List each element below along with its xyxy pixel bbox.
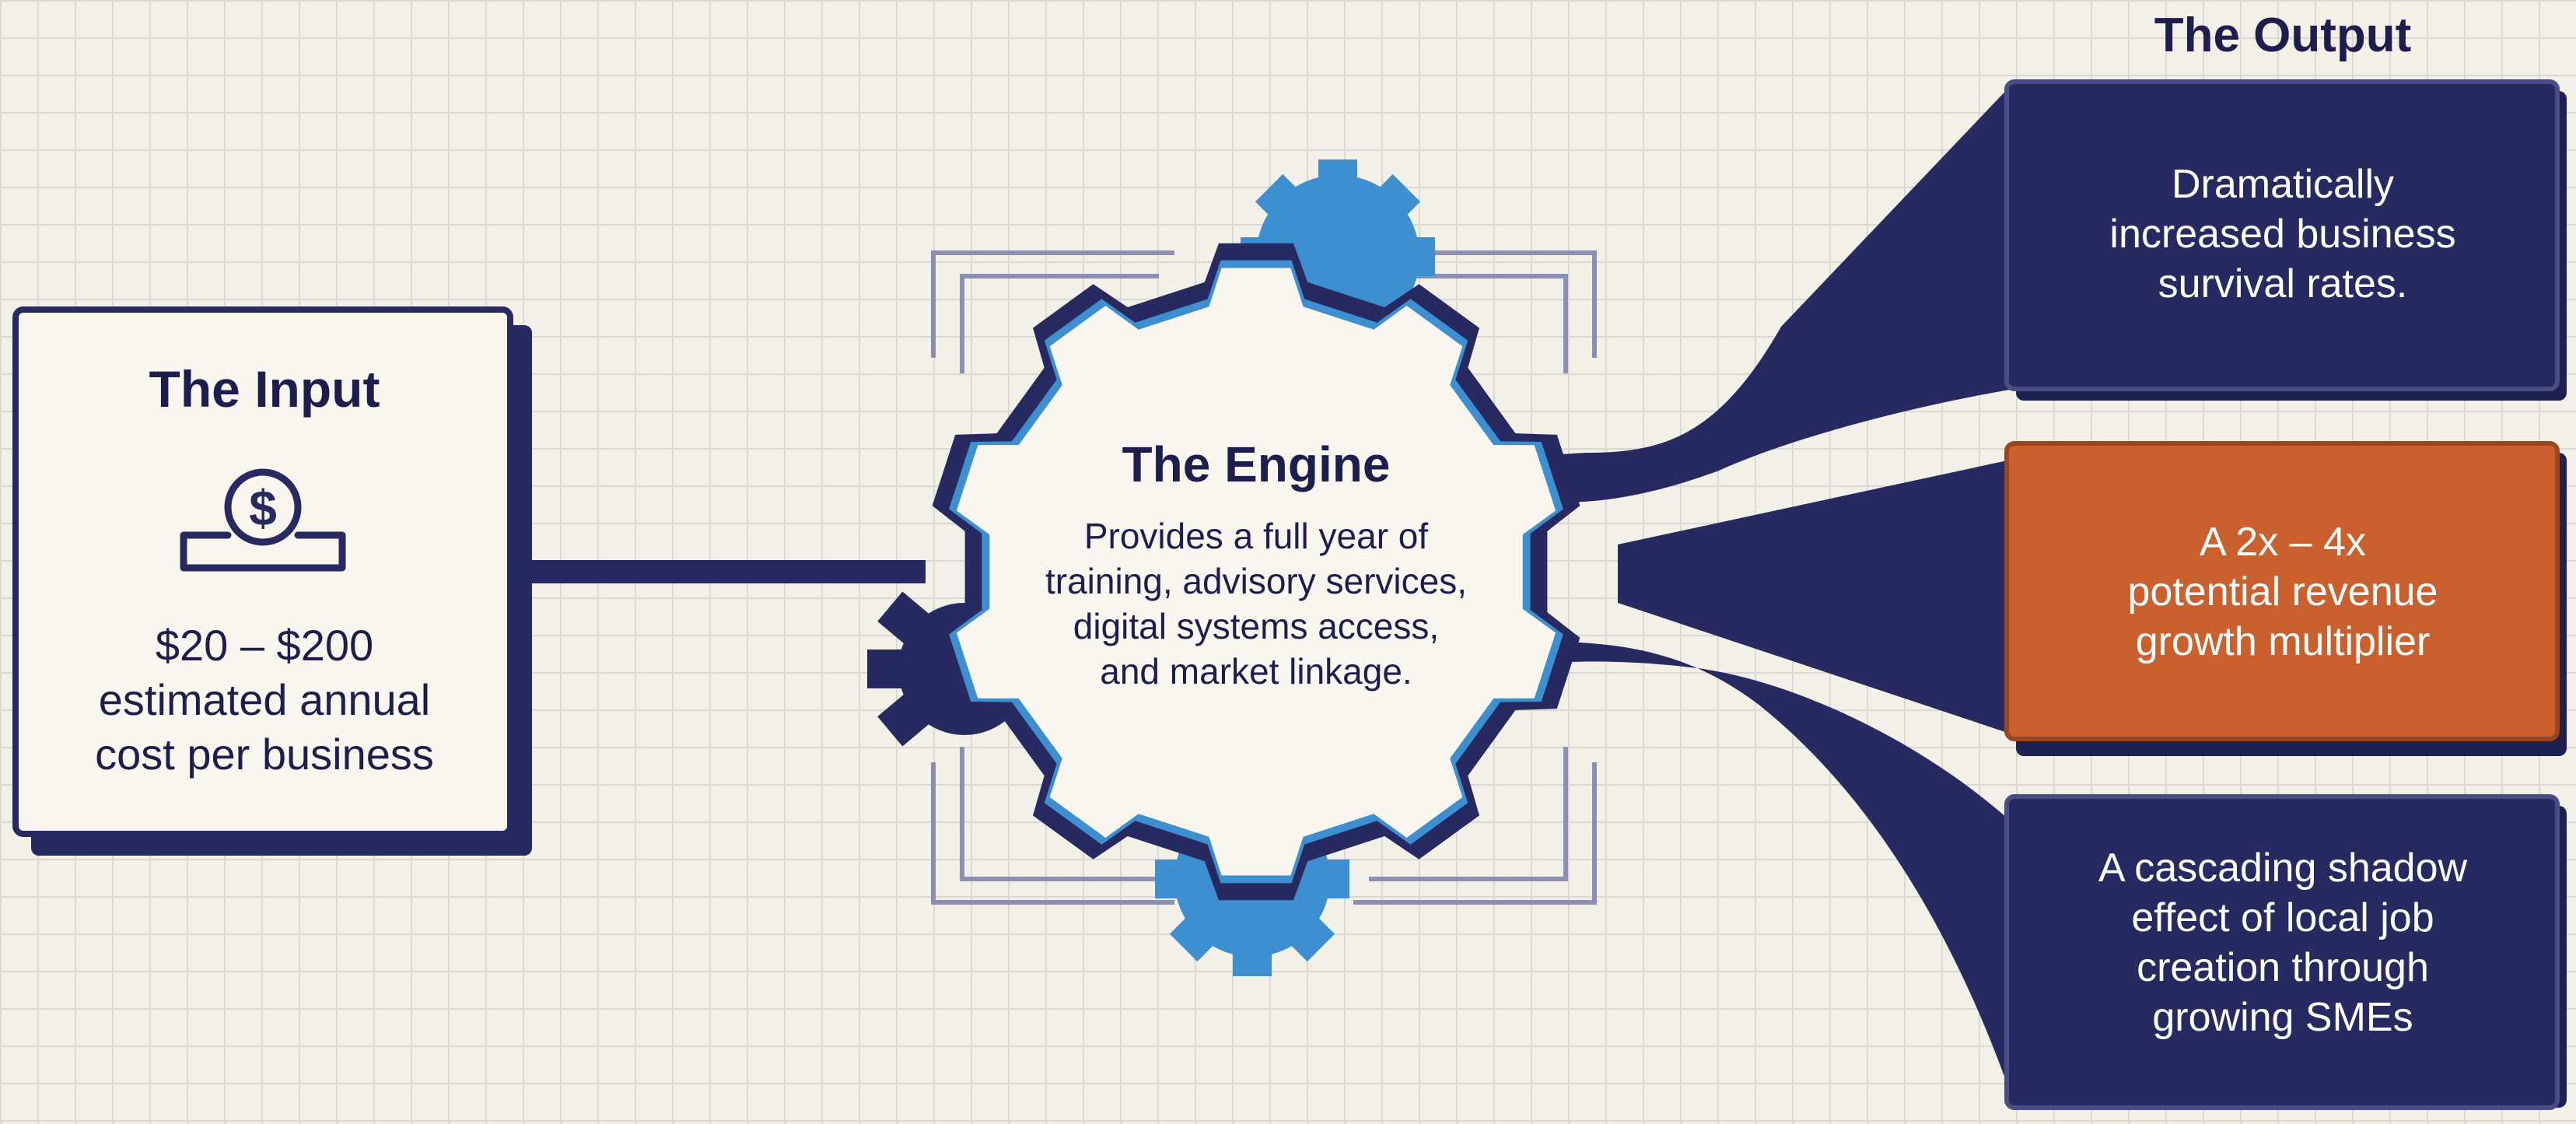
coin-slot-icon: $ [180,468,346,572]
input-heading: The Input [149,360,380,418]
output-item-line: growing SMEs [2152,995,2413,1040]
input-description-line: cost per business [95,730,434,779]
svg-text:$: $ [249,480,277,536]
input-connector-line [513,560,926,583]
output-item-survival: Dramatically increased business survival… [2022,159,2543,309]
engine-description-line: digital systems access, [1073,606,1440,646]
output-connector-top [1548,82,2014,502]
input-description: $20 – $200 estimated annual cost per bus… [23,618,506,782]
output-item-line: potential revenue [2127,569,2438,615]
engine-description: Provides a full year of training, adviso… [941,513,1571,694]
engine-description-line: Provides a full year of [1083,516,1429,556]
output-item-line: increased business [2109,212,2456,257]
engine-description-line: and market linkage. [1100,651,1412,692]
input-card [12,306,532,856]
output-item-revenue: A 2x – 4x potential revenue growth multi… [2022,517,2543,667]
engine-heading: The Engine [1122,436,1391,492]
output-item-jobs: A cascading shadow effect of local job c… [2022,843,2543,1042]
gear-body [956,268,1556,876]
gear-icon [932,243,1580,901]
output-card-bottom [2004,794,2567,1110]
output-connector-middle [1618,459,2014,735]
output-item-line: A cascading shadow [2098,846,2468,891]
output-card-middle [2004,441,2567,756]
output-item-line: A 2x – 4x [2200,520,2366,565]
input-description-line: estimated annual [98,675,431,724]
output-item-line: growth multiplier [2135,619,2431,664]
output-heading: The Output [2154,9,2412,62]
input-description-line: $20 – $200 [155,621,374,670]
output-card-top [2004,79,2567,401]
output-item-line: survival rates. [2158,261,2408,306]
output-connector-bottom [1548,642,2014,1105]
output-item-line: creation through [2137,945,2429,990]
engine-description-line: training, advisory services, [1045,561,1467,601]
output-item-line: effect of local job [2131,895,2434,940]
output-item-line: Dramatically [2171,162,2395,207]
